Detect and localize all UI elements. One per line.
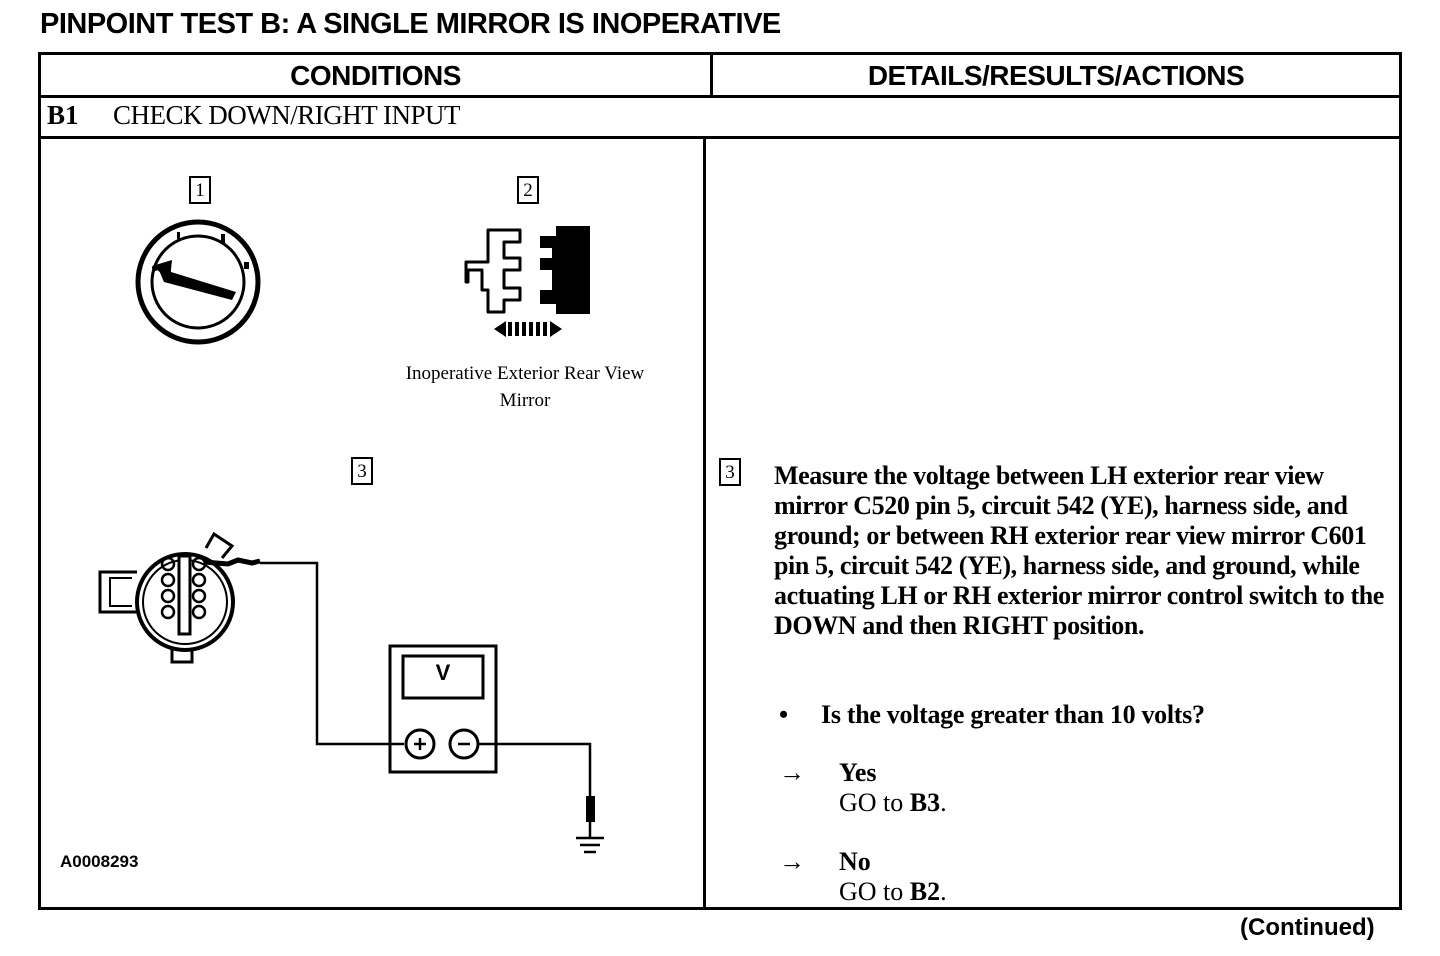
action-instruction: Measure the voltage between LH exterior … xyxy=(774,461,1384,640)
question-text: Is the voltage greater than 10 volts? xyxy=(821,700,1205,729)
table-header-row: CONDITIONS DETAILS/RESULTS/ACTIONS xyxy=(41,55,1399,98)
pinpoint-test-table: CONDITIONS DETAILS/RESULTS/ACTIONS B1 CH… xyxy=(38,52,1402,910)
mirror-connector-icon xyxy=(98,531,235,664)
callout-2: 2 xyxy=(517,176,539,204)
callout-1: 1 xyxy=(189,176,211,204)
go-to-b3-link[interactable]: GO to B3. xyxy=(839,788,947,817)
meter-label: V xyxy=(435,660,451,685)
figure-caption: Inoperative Exterior Rear View Mirror xyxy=(405,363,645,411)
step-title: CHECK DOWN/RIGHT INPUT xyxy=(113,100,461,130)
page-title: PINPOINT TEST B: A SINGLE MIRROR IS INOP… xyxy=(40,8,781,40)
ground-lead xyxy=(478,742,595,838)
arrow-icon: → xyxy=(779,758,805,787)
details-header: DETAILS/RESULTS/ACTIONS xyxy=(867,60,1245,91)
mirror-switch-connector-icon xyxy=(464,226,590,337)
ground-icon xyxy=(576,836,604,854)
arrow-icon: → xyxy=(779,847,805,876)
question-bullet: • xyxy=(779,700,788,729)
details-callout-3: 3 xyxy=(719,458,741,486)
positive-test-lead xyxy=(203,557,404,746)
conditions-header: CONDITIONS xyxy=(290,60,461,91)
column-divider xyxy=(703,139,706,910)
ignition-switch-icon xyxy=(135,219,261,345)
continued-note: (Continued) xyxy=(1240,914,1375,941)
step-id: B1 xyxy=(47,100,79,130)
test-question: • Is the voltage greater than 10 volts? xyxy=(779,700,1205,730)
go-to-b2-link[interactable]: GO to B2. xyxy=(839,877,947,906)
callout-3: 3 xyxy=(351,457,373,485)
result-label-yes: Yes xyxy=(839,758,877,787)
step-row: B1 CHECK DOWN/RIGHT INPUT xyxy=(41,98,1399,139)
figure-id: A0008293 xyxy=(60,852,139,871)
result-label-no: No xyxy=(839,847,871,876)
header-divider xyxy=(710,55,713,95)
